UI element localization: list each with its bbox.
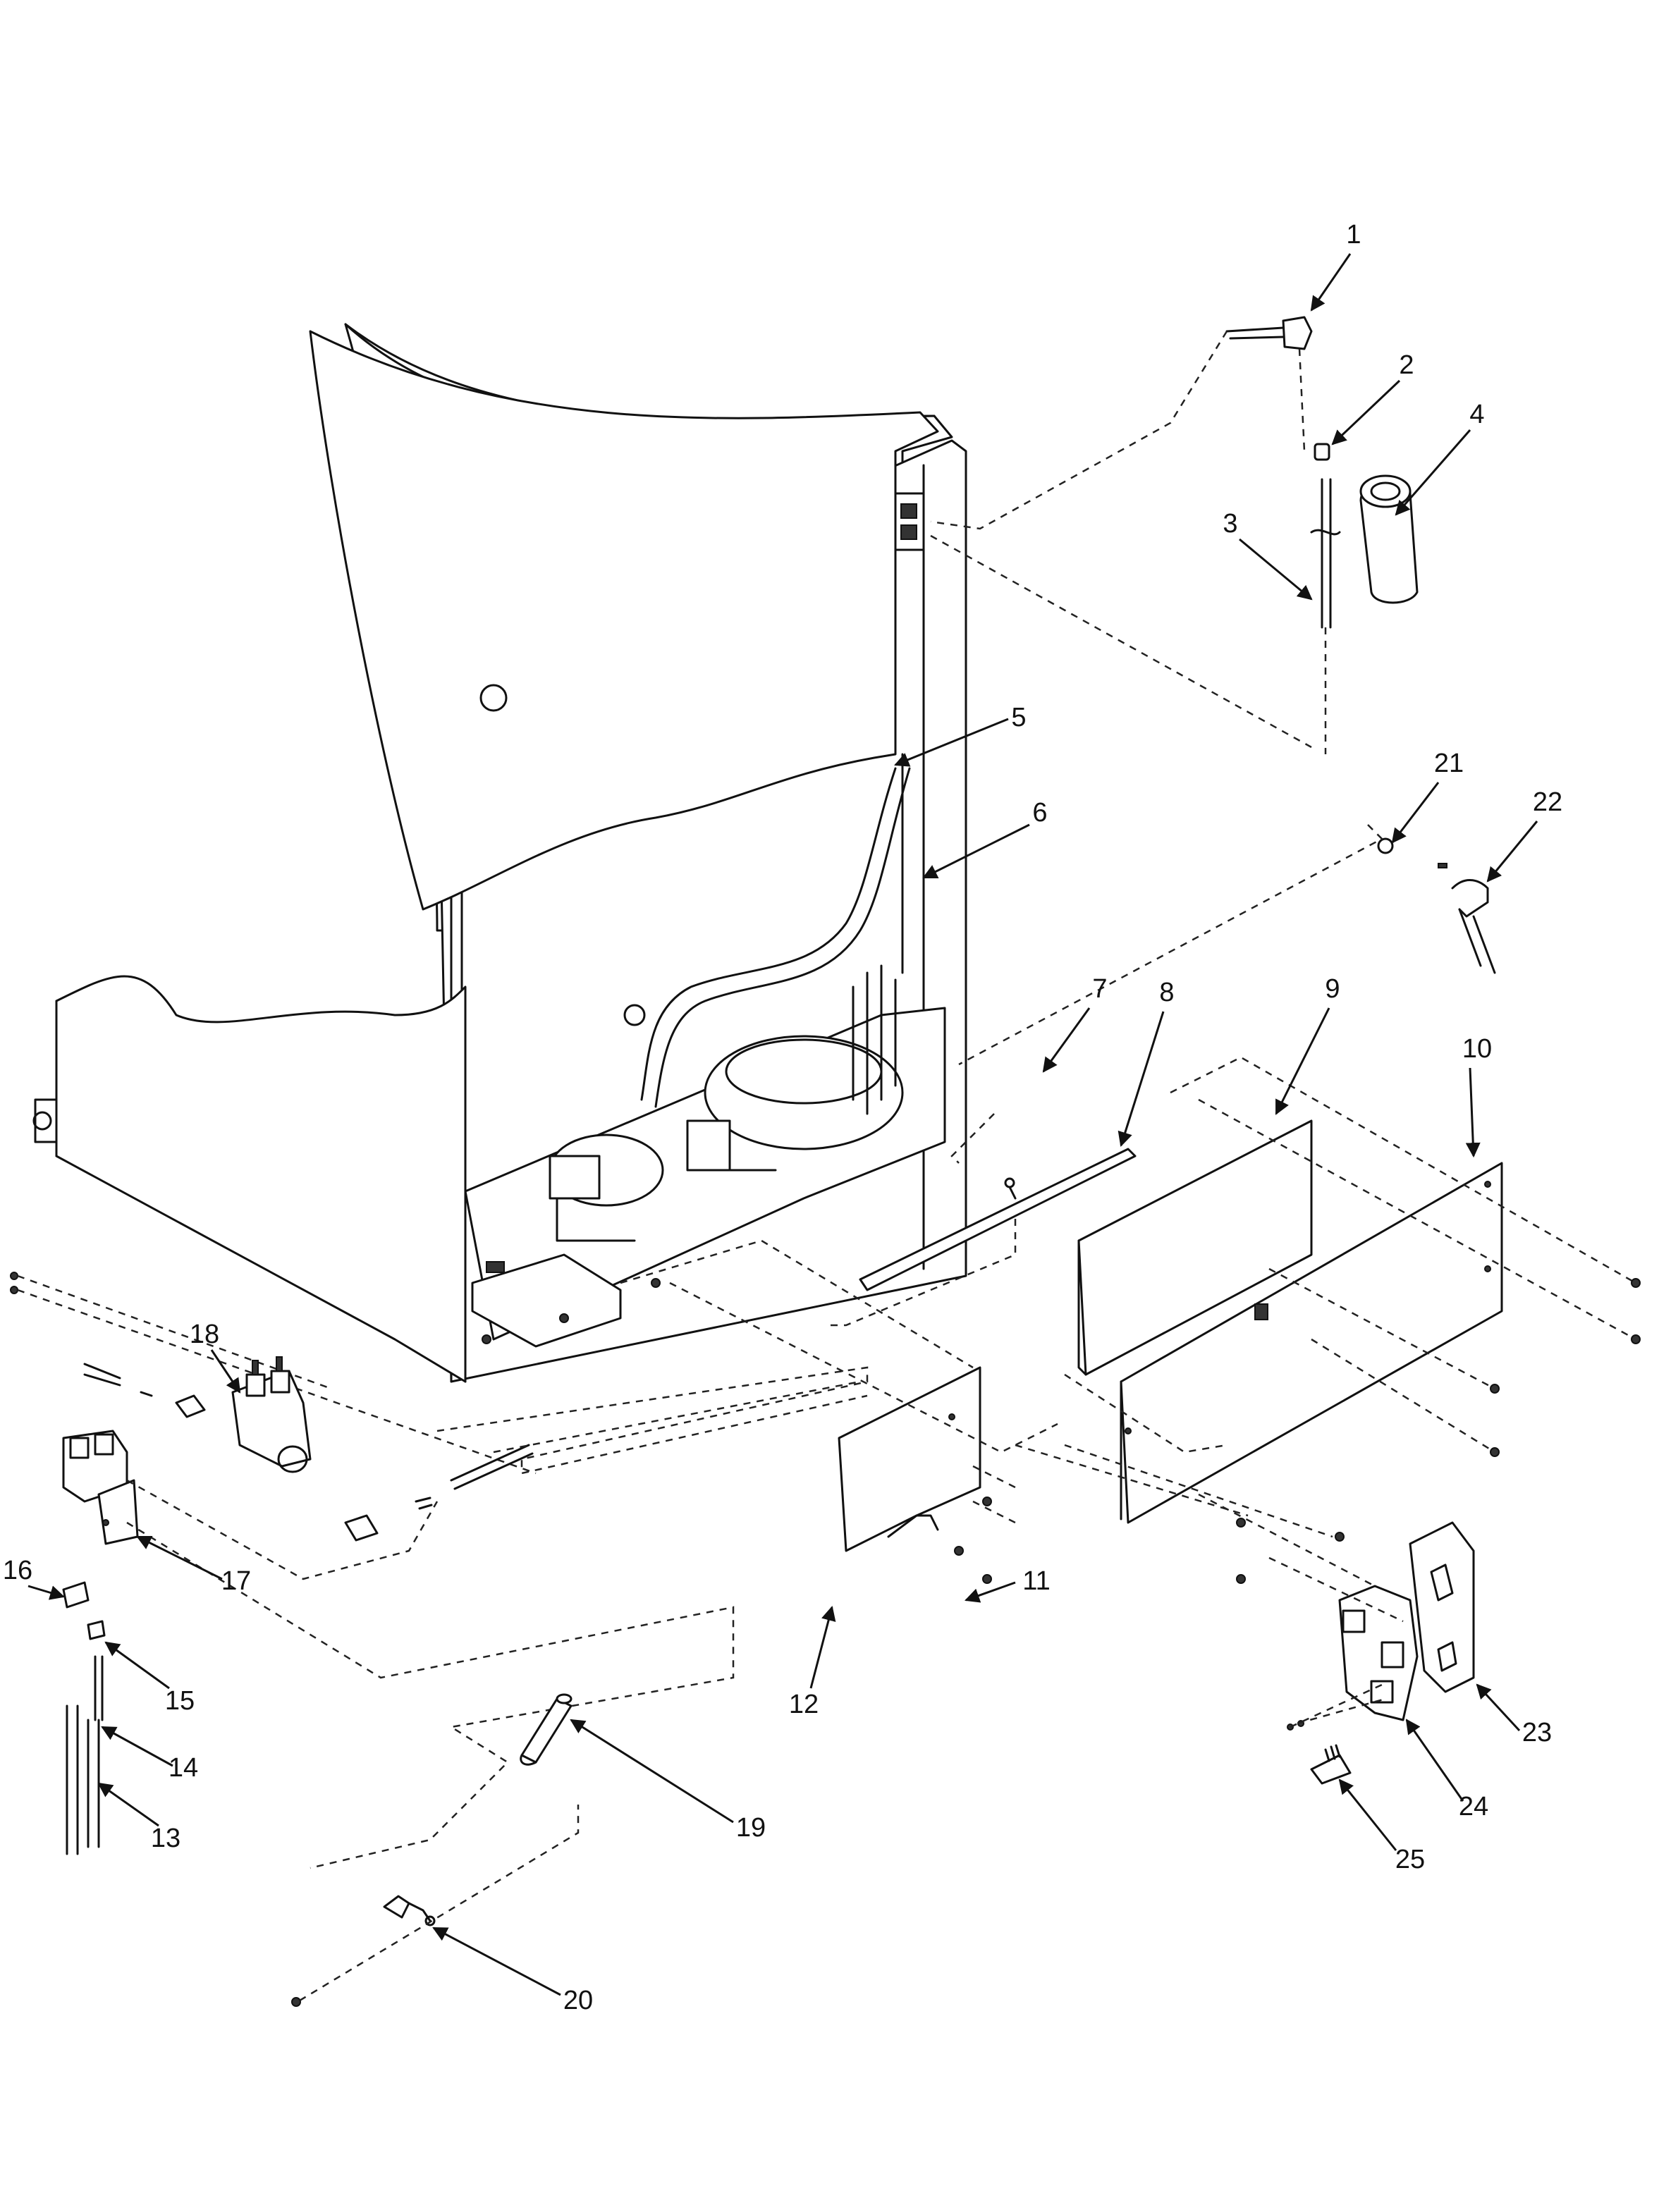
- callout-19: 19: [736, 1813, 766, 1843]
- callout-18: 18: [190, 1320, 219, 1349]
- refrigerator-cabinet: [32, 323, 967, 1383]
- callout-24: 24: [1459, 1792, 1488, 1821]
- panels-group: [620, 1056, 1641, 1584]
- water-valve-group: [10, 1272, 735, 1869]
- callout-25: 25: [1395, 1845, 1425, 1874]
- callout-13: 13: [151, 1824, 180, 1853]
- callout-6: 6: [1032, 798, 1047, 828]
- control-box-group: [1198, 1493, 1475, 1785]
- callout-12: 12: [789, 1690, 819, 1719]
- callout-7: 7: [1092, 974, 1107, 1004]
- water-line-group: [930, 316, 1419, 754]
- callout-21: 21: [1434, 749, 1464, 778]
- callout-9: 9: [1325, 974, 1340, 1004]
- callout-11: 11: [1022, 1566, 1050, 1596]
- filter-group: [291, 1693, 580, 2007]
- callout-22: 22: [1533, 787, 1562, 817]
- callout-2: 2: [1399, 350, 1414, 380]
- callout-3: 3: [1223, 509, 1237, 539]
- callout-23: 23: [1522, 1718, 1552, 1747]
- callout-8: 8: [1159, 978, 1174, 1007]
- callouts: 1 2 3 4 5 6 7 8 9 10 11 12 13: [3, 220, 1562, 2015]
- callout-15: 15: [165, 1686, 195, 1716]
- drain-tube-group: [958, 824, 1496, 1066]
- callout-4: 4: [1469, 400, 1484, 429]
- callout-16: 16: [3, 1556, 32, 1585]
- callout-17: 17: [221, 1566, 251, 1596]
- callout-5: 5: [1011, 703, 1026, 732]
- callout-20: 20: [563, 1986, 593, 2015]
- callout-14: 14: [169, 1753, 198, 1783]
- callout-10: 10: [1462, 1034, 1492, 1064]
- wiring-lines: [436, 1366, 869, 1475]
- callout-1: 1: [1346, 220, 1361, 250]
